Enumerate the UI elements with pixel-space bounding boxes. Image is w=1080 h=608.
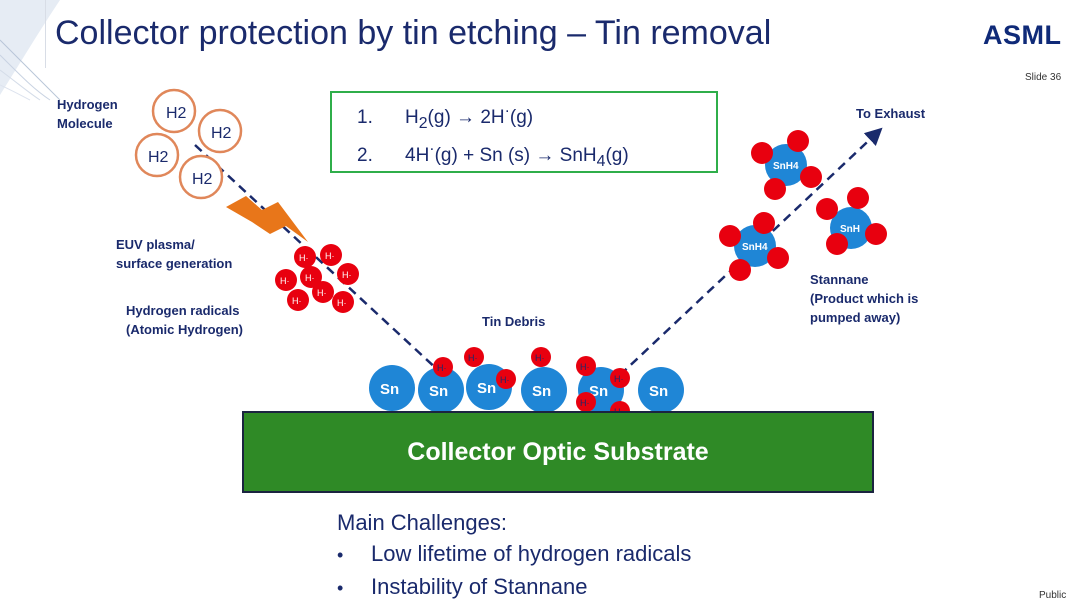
svg-text:H·: H· [317, 288, 327, 298]
h2-label: H2 [192, 171, 213, 188]
challenges-heading: Main Challenges: [337, 508, 691, 538]
h-radical: H· [531, 347, 551, 367]
h2-molecule: H2 [199, 110, 241, 152]
svg-text:Sn: Sn [649, 383, 668, 400]
h-radical: H· [312, 281, 334, 303]
svg-text:SnH4: SnH4 [773, 161, 799, 172]
svg-text:H·: H· [614, 374, 624, 384]
svg-text:H·: H· [342, 270, 352, 280]
tin-atom: Sn [369, 365, 415, 411]
snh4-molecule: SnH4 [751, 130, 822, 200]
tin-atom: Sn [638, 367, 684, 413]
svg-text:SnH4: SnH4 [742, 242, 768, 253]
svg-text:H·: H· [305, 273, 315, 283]
svg-text:H·: H· [299, 253, 309, 263]
bullet-icon: • [337, 572, 371, 604]
svg-text:H·: H· [468, 353, 478, 363]
svg-text:H·: H· [337, 298, 347, 308]
svg-text:H·: H· [580, 362, 590, 372]
svg-text:H·: H· [292, 296, 302, 306]
svg-text:H·: H· [580, 398, 590, 408]
euv-lightning-icon [226, 196, 308, 242]
h-radical-cluster: H· H· H· H· H· H· H· H· [275, 244, 359, 313]
svg-text:H·: H· [437, 363, 447, 373]
snh4-molecule: SnH4 [719, 212, 789, 281]
tin-atom: Sn [521, 367, 567, 413]
challenge-item: •Instability of Stannane [337, 571, 691, 604]
svg-text:Sn: Sn [532, 383, 551, 400]
h-radical: H· [287, 289, 309, 311]
h2-label: H2 [148, 149, 169, 166]
svg-text:H·: H· [535, 353, 545, 363]
h-radical: H· [294, 246, 316, 268]
h-radical: H· [576, 392, 596, 412]
svg-text:Sn: Sn [429, 383, 448, 400]
incoming-path-arrow [195, 145, 440, 372]
svg-text:H·: H· [500, 375, 510, 385]
main-challenges: Main Challenges: •Low lifetime of hydrog… [337, 508, 691, 604]
h2-label: H2 [211, 125, 232, 142]
classification-label: Public [1039, 590, 1066, 601]
collector-substrate: Collector Optic Substrate [242, 411, 874, 493]
svg-text:SnH: SnH [840, 224, 860, 235]
h2-molecule: H2 [180, 156, 222, 198]
challenge-item: •Low lifetime of hydrogen radicals [337, 538, 691, 571]
h-radical: H· [337, 263, 359, 285]
bullet-icon: • [337, 539, 371, 571]
svg-text:Sn: Sn [477, 380, 496, 397]
h2-label: H2 [166, 105, 187, 122]
h-radical: H· [320, 244, 342, 266]
h-radical: H· [576, 356, 596, 376]
svg-text:H·: H· [325, 251, 335, 261]
h-radical: H· [275, 269, 297, 291]
h-radical: H· [464, 347, 484, 367]
snh-molecule: SnH [816, 187, 887, 255]
svg-text:Sn: Sn [380, 381, 399, 398]
h-radical: H· [496, 369, 516, 389]
svg-text:H·: H· [280, 276, 290, 286]
h-radical: H· [332, 291, 354, 313]
h2-molecule: H2 [136, 134, 178, 176]
h-radical: H· [610, 368, 630, 388]
h-radical: H· [433, 357, 453, 377]
h2-molecule: H2 [153, 90, 195, 132]
